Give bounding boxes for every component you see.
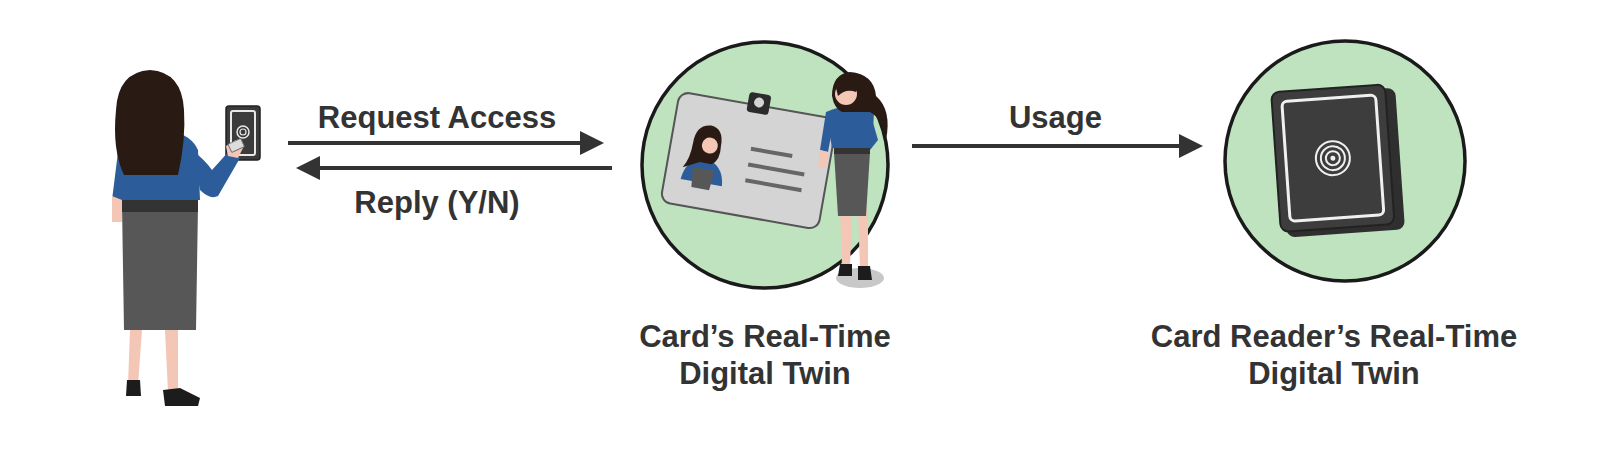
arrow-label: Reply (Y/N): [354, 184, 519, 221]
edge-label: Usage: [1009, 99, 1102, 136]
person-figure: [818, 72, 888, 288]
reply-arrow: [300, 166, 612, 170]
id-card: [660, 80, 839, 230]
card-reader: [1271, 84, 1405, 238]
person-figure: [112, 70, 260, 406]
node-label: Card Reader’s Real-Time Digital Twin: [1144, 318, 1524, 392]
arrow-label: Request Access: [318, 99, 556, 136]
request-arrow: [288, 141, 600, 145]
node-label-holder: Card Reader’s Real-Time Digital Twin: [1134, 318, 1534, 392]
node-label-holder: Card’s Real-Time Digital Twin: [565, 318, 965, 392]
node-label: Card’s Real-Time Digital Twin: [615, 318, 915, 392]
flow-arrow: [912, 144, 1199, 148]
